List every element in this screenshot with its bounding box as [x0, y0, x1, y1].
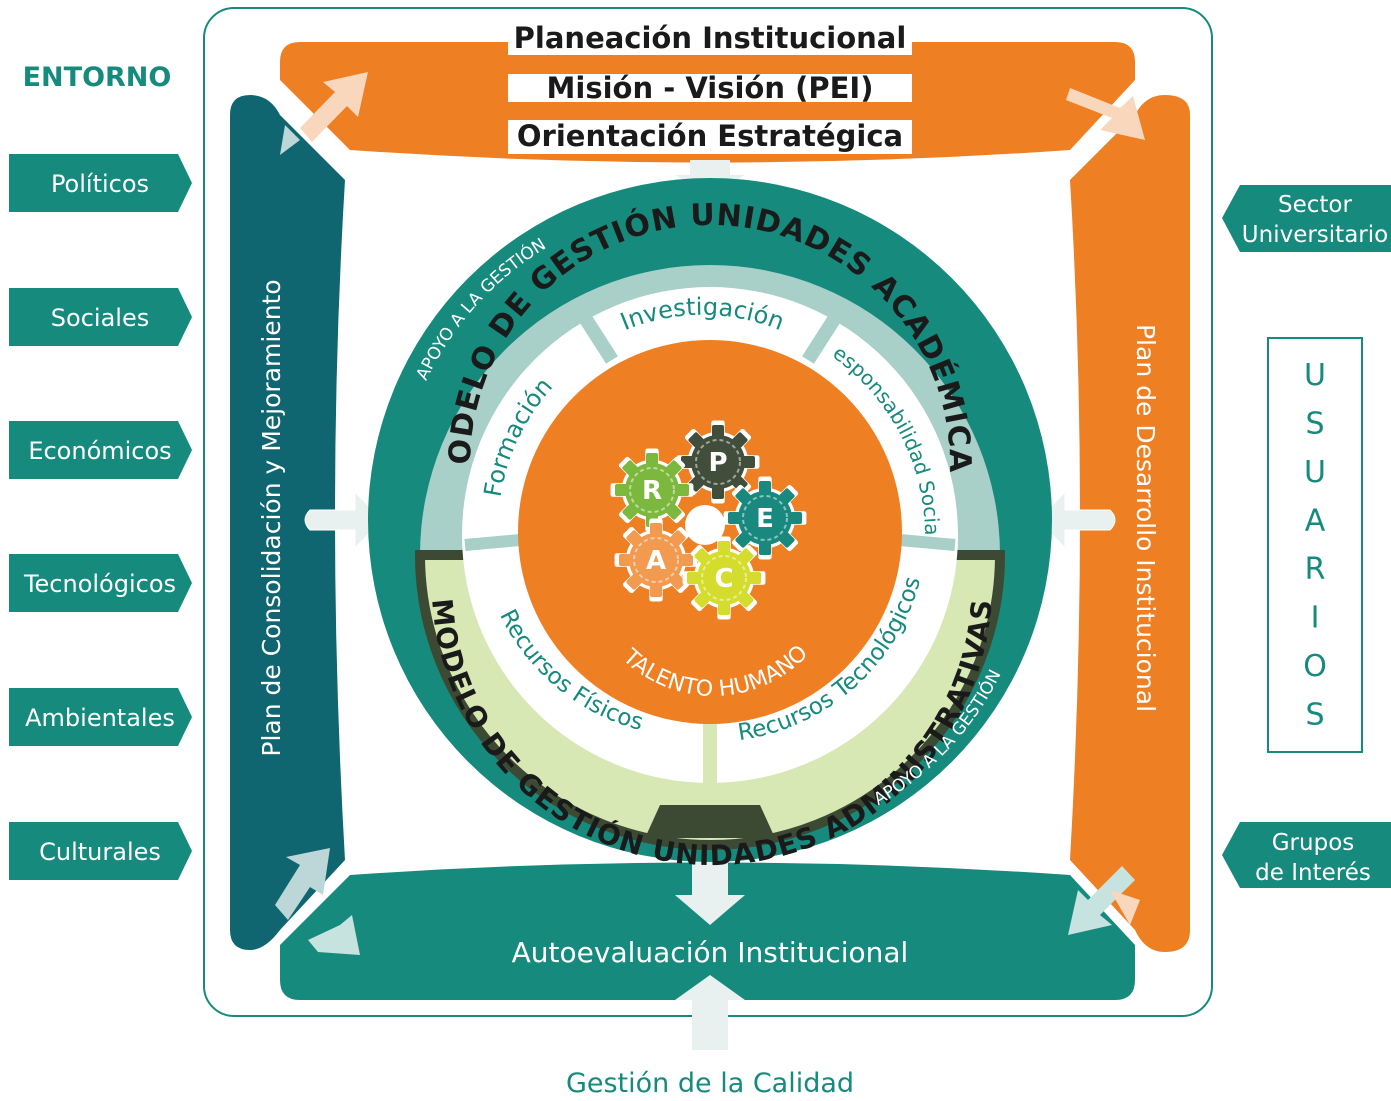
entorno-tag-shape [9, 822, 192, 880]
gear-letter: C [714, 564, 733, 594]
entorno-tag: Políticos [9, 154, 192, 212]
entorno-tag-shape [9, 421, 192, 479]
autoevaluacion-text: Autoevaluación Institucional [512, 936, 909, 969]
divider-1 [574, 306, 618, 364]
gear-icon: C [682, 536, 766, 620]
entorno-tag: Sociales [9, 288, 192, 346]
entorno-list: PolíticosSocialesEconómicosTecnológicosA… [9, 154, 192, 880]
grupos-line1: Grupos [1272, 830, 1355, 856]
right-bar-text: Plan de Desarrollo Institucional [1131, 324, 1160, 712]
arrow-top-right [1066, 88, 1145, 140]
top-label-box-3 [508, 120, 912, 154]
gear-letter: A [646, 546, 666, 576]
entorno-title: ENTORNO [23, 62, 172, 93]
entorno-tag: Tecnológicos [9, 554, 192, 612]
entorno-tag: Económicos [9, 421, 192, 479]
entorno-tag-label: Ambientales [25, 704, 175, 732]
gear-icon: R [610, 448, 694, 532]
arrow-bottom-left [275, 848, 330, 920]
planeacion-text: Planeación Institucional [514, 21, 907, 55]
right-bar [1070, 95, 1190, 952]
entorno-tag-shape [9, 154, 192, 212]
arrow-top-left-2 [280, 125, 300, 155]
gear-letter: E [756, 504, 774, 534]
top-label-box-1 [508, 22, 912, 55]
gears-center [685, 505, 725, 545]
entorno-tag-label: Económicos [28, 437, 171, 465]
top-label-box-2 [508, 74, 912, 102]
left-bar [230, 95, 345, 950]
arrow-bottom-right-2 [1110, 890, 1140, 925]
gear-icon: E [723, 476, 807, 560]
mision-vision-text: Misión - Visión (PEI) [547, 71, 874, 105]
entorno-tag: Ambientales [9, 688, 192, 746]
entorno-tag-label: Políticos [51, 170, 149, 198]
usuarios-letter: O [1303, 649, 1327, 684]
usuarios-box [1267, 337, 1363, 753]
entorno-tag-shape [9, 288, 192, 346]
gear-letter: P [708, 448, 727, 478]
arrow-bottom-right [1068, 866, 1135, 935]
usuarios-letter: R [1305, 552, 1326, 587]
arrow-top-in [675, 160, 745, 195]
arrow-gestion-up [675, 975, 745, 1050]
usuarios-letter: A [1305, 504, 1326, 539]
grupos-line2: de Interés [1255, 860, 1371, 886]
arrow-bottom-left-2 [308, 915, 360, 955]
grupos-tag [1222, 822, 1391, 888]
divider-3 [464, 534, 521, 551]
bottom-band [280, 862, 1135, 1000]
pdca-gears: P R E A C [610, 420, 807, 620]
arrow-bottom-in [675, 852, 745, 925]
entorno-tag-shape [9, 554, 192, 612]
sector-line2: Universitario [1242, 222, 1388, 248]
sector-line1: Sector [1278, 192, 1352, 218]
orientacion-text: Orientación Estratégica [517, 119, 903, 153]
entorno-tag-label: Culturales [39, 838, 161, 866]
top-band [280, 42, 1135, 163]
usuarios-letter: S [1305, 698, 1324, 733]
arrow-top-left [300, 72, 368, 142]
entorno-tag: Culturales [9, 822, 192, 880]
sector-tag [1222, 185, 1391, 252]
gestion-calidad-text: Gestión de la Calidad [566, 1068, 854, 1099]
gear-letter: R [642, 476, 662, 506]
circle-stand [645, 805, 775, 838]
usuarios-letter: U [1304, 455, 1326, 490]
usuarios-letter: U [1304, 358, 1326, 393]
entorno-tag-shape [9, 688, 192, 746]
usuarios-letter: I [1311, 601, 1320, 636]
entorno-tag-label: Sociales [51, 304, 149, 332]
divider-2 [802, 306, 846, 364]
usuarios-letter: S [1305, 407, 1324, 442]
entorno-tag-label: Tecnológicos [23, 570, 176, 598]
gear-icon: A [614, 518, 698, 602]
left-bar-text: Plan de Consolidación y Mejoramiento [257, 279, 286, 756]
gear-icon: P [676, 420, 760, 504]
divider-4 [899, 534, 956, 551]
